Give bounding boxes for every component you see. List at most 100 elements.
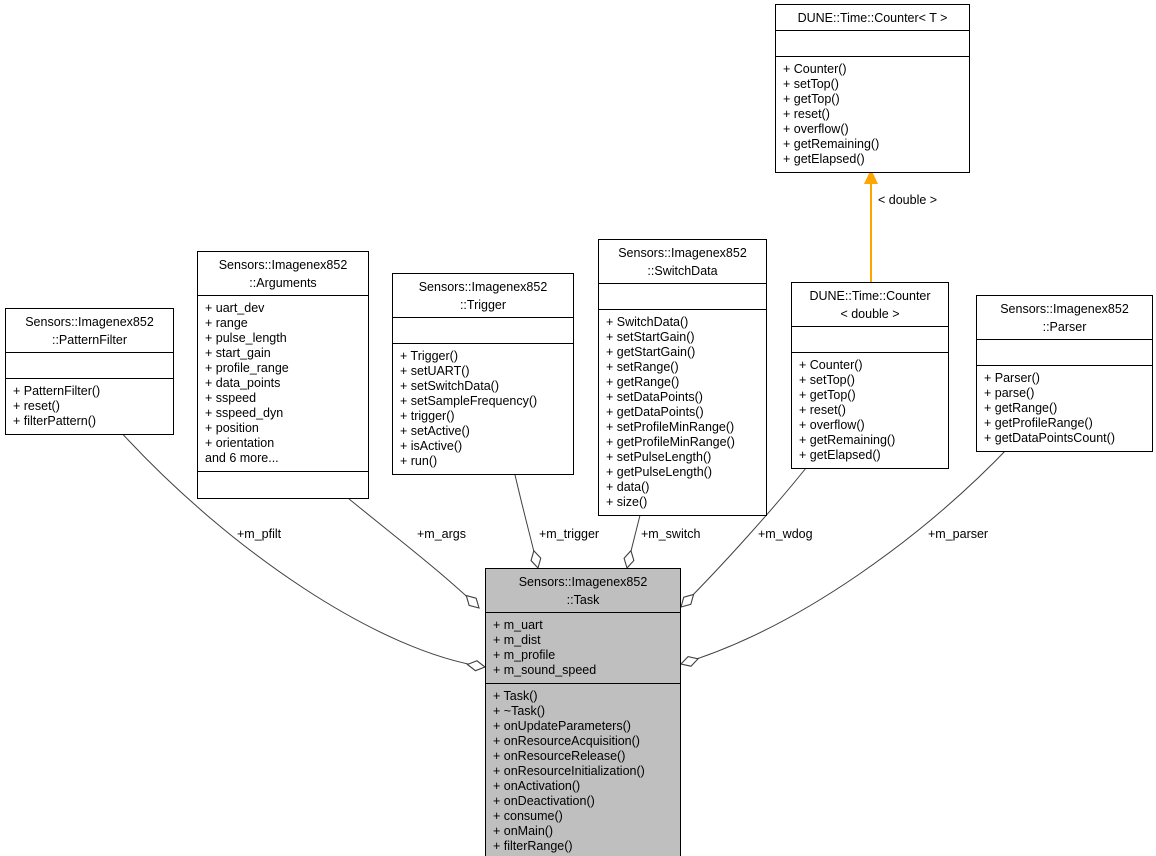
member-line: + getRemaining() bbox=[799, 433, 896, 447]
member-line: + SwitchData() bbox=[606, 315, 689, 329]
member-line: + Task() bbox=[493, 689, 538, 703]
member-line: + getDataPointsCount() bbox=[984, 431, 1115, 445]
member-line: + m_dist bbox=[493, 633, 541, 647]
member-line: + onDeactivation() bbox=[493, 794, 595, 808]
member-line: + getProfileMinRange() bbox=[606, 435, 735, 449]
member-line: + setActive() bbox=[400, 424, 470, 438]
member-line: and 6 more... bbox=[205, 451, 279, 465]
member-line: + start_gain bbox=[205, 346, 271, 360]
member-line: + parse() bbox=[984, 386, 1035, 400]
member-line: + setRange() bbox=[606, 360, 679, 374]
member-line: + Counter() bbox=[783, 62, 847, 76]
member-line: + setDataPoints() bbox=[606, 390, 703, 404]
edge-m-wdog bbox=[681, 462, 811, 607]
member-line: + consume() bbox=[493, 809, 563, 823]
member-line: + setPulseLength() bbox=[606, 450, 712, 464]
member-line: + Counter() bbox=[799, 358, 863, 372]
edge-m-args bbox=[336, 488, 479, 608]
class-box-counter-double[interactable]: DUNE::Time::Counter < double > + Counter… bbox=[791, 282, 949, 469]
member-line: + profile_range bbox=[205, 361, 289, 375]
member-line: + position bbox=[205, 421, 259, 435]
member-line: + reset() bbox=[783, 107, 830, 121]
member-line: + data() bbox=[606, 480, 650, 494]
member-line: + getPulseLength() bbox=[606, 465, 712, 479]
edge-label-m-args: +m_args bbox=[417, 527, 466, 541]
member-line: + getElapsed() bbox=[799, 448, 881, 462]
class-box-trigger[interactable]: Sensors::Imagenex852 ::Trigger + Trigger… bbox=[392, 273, 574, 475]
class-title: DUNE::Time::Counter < double > bbox=[792, 283, 948, 327]
class-attributes bbox=[599, 284, 766, 310]
class-box-arguments[interactable]: Sensors::Imagenex852 ::Arguments + uart_… bbox=[197, 251, 369, 499]
member-line: + m_profile bbox=[493, 648, 556, 662]
member-line: + overflow() bbox=[799, 418, 865, 432]
class-methods: + Task()+ ~Task()+ onUpdateParameters()+… bbox=[486, 684, 680, 856]
member-line: + setUART() bbox=[400, 364, 470, 378]
member-line: + trigger() bbox=[400, 409, 455, 423]
template-arrow-head bbox=[864, 169, 878, 184]
member-line: + getTop() bbox=[799, 388, 856, 402]
class-attributes bbox=[393, 318, 573, 344]
member-line: + getRange() bbox=[984, 401, 1058, 415]
class-attributes bbox=[6, 353, 173, 379]
edge-label-m-parser: +m_parser bbox=[928, 527, 989, 541]
member-line: + getProfileRange() bbox=[984, 416, 1093, 430]
class-methods: + PatternFilter()+ reset()+ filterPatter… bbox=[6, 379, 173, 434]
edge-label-template-instantiation: < double > bbox=[878, 193, 938, 207]
class-box-parser[interactable]: Sensors::Imagenex852 ::Parser + Parser()… bbox=[976, 295, 1153, 452]
member-line: + getElapsed() bbox=[783, 152, 865, 166]
member-line: + getStartGain() bbox=[606, 345, 696, 359]
class-title: Sensors::Imagenex852 ::PatternFilter bbox=[6, 309, 173, 353]
class-title: Sensors::Imagenex852 ::SwitchData bbox=[599, 240, 766, 284]
class-methods: + SwitchData()+ setStartGain()+ getStart… bbox=[599, 310, 766, 515]
member-line: + filterPattern() bbox=[13, 414, 97, 428]
member-line: + setTop() bbox=[799, 373, 855, 387]
class-methods: + Trigger()+ setUART()+ setSwitchData() +… bbox=[393, 344, 573, 474]
member-line: + Parser() bbox=[984, 371, 1040, 385]
class-attributes bbox=[792, 327, 948, 353]
class-methods: + Parser()+ parse()+ getRange()+ getProf… bbox=[977, 366, 1152, 451]
member-line: + onMain() bbox=[493, 824, 554, 838]
class-attributes bbox=[977, 340, 1152, 366]
member-line: + data_points bbox=[205, 376, 281, 390]
class-box-task[interactable]: Sensors::Imagenex852 ::Task + m_uart+ m_… bbox=[485, 568, 681, 856]
class-box-counter-t[interactable]: DUNE::Time::Counter< T > + Counter()+ se… bbox=[775, 4, 970, 173]
member-line: + m_sound_speed bbox=[493, 663, 597, 677]
class-methods bbox=[198, 472, 368, 498]
class-methods: + Counter()+ setTop()+ getTop()+ reset()… bbox=[776, 57, 969, 172]
class-box-switch-data[interactable]: Sensors::Imagenex852 ::SwitchData + Swit… bbox=[598, 239, 767, 516]
member-line: + sspeed bbox=[205, 391, 257, 405]
member-line: + range bbox=[205, 316, 248, 330]
class-title: Sensors::Imagenex852 ::Trigger bbox=[393, 274, 573, 318]
member-line: + reset() bbox=[13, 399, 60, 413]
member-line: + getRemaining() bbox=[783, 137, 880, 151]
member-line: + getRange() bbox=[606, 375, 680, 389]
member-line: + filterRange() bbox=[493, 839, 573, 853]
member-line: + Trigger() bbox=[400, 349, 459, 363]
member-line: + uart_dev bbox=[205, 301, 265, 315]
member-line: + setSwitchData() bbox=[400, 379, 499, 393]
class-title: Sensors::Imagenex852 ::Arguments bbox=[198, 252, 368, 296]
member-line: + onResourceAcquisition() bbox=[493, 734, 640, 748]
member-line: + PatternFilter() bbox=[13, 384, 101, 398]
edge-m-trigger bbox=[512, 465, 538, 568]
edge-label-m-pfilt: +m_pfilt bbox=[237, 527, 282, 541]
member-line: + m_uart bbox=[493, 618, 543, 632]
class-methods: + Counter()+ setTop()+ getTop()+ reset()… bbox=[792, 353, 948, 468]
class-title: Sensors::Imagenex852 ::Task bbox=[486, 569, 680, 613]
member-line: + setTop() bbox=[783, 77, 839, 91]
edge-label-m-wdog: +m_wdog bbox=[758, 527, 813, 541]
class-attributes bbox=[776, 31, 969, 57]
edge-label-m-trigger: +m_trigger bbox=[539, 527, 600, 541]
member-line: + isActive() bbox=[400, 439, 463, 453]
class-attributes: + m_uart+ m_dist+ m_profile+ m_sound_spe… bbox=[486, 613, 680, 684]
edge-m-parser bbox=[681, 445, 1011, 664]
member-line: + size() bbox=[606, 495, 648, 509]
class-title: Sensors::Imagenex852 ::Parser bbox=[977, 296, 1152, 340]
edge-label-m-switch: +m_switch bbox=[641, 527, 701, 541]
member-line: + onUpdateParameters() bbox=[493, 719, 631, 733]
class-box-pattern-filter[interactable]: Sensors::Imagenex852 ::PatternFilter + P… bbox=[5, 308, 174, 435]
member-line: + getTop() bbox=[783, 92, 840, 106]
member-line: + orientation bbox=[205, 436, 275, 450]
